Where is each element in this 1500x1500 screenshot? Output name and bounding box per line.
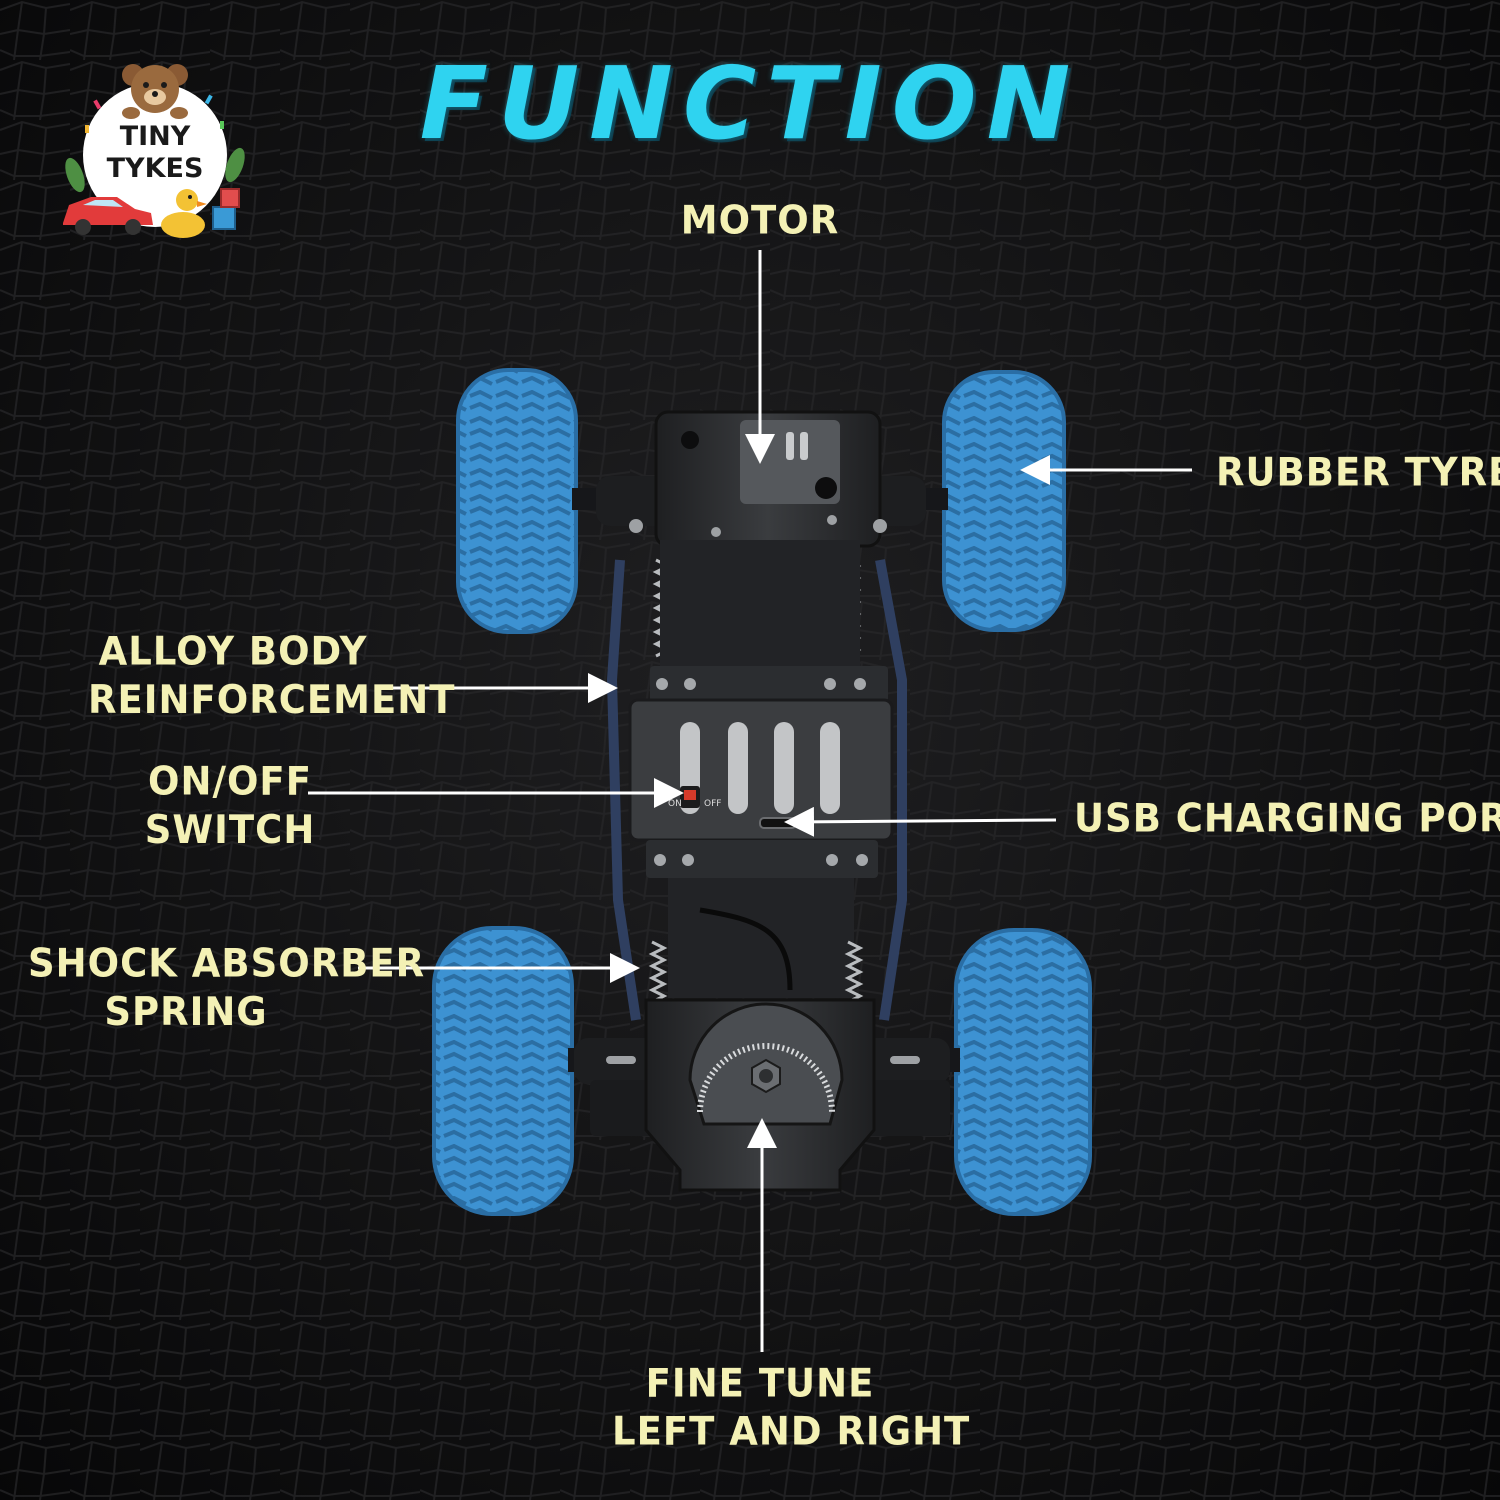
alloy-body-line-1: ALLOY BODY <box>98 628 368 674</box>
motor-label-text: MOTOR <box>680 197 840 244</box>
leaf-icon <box>65 147 245 193</box>
on-off-line-1: ON/OFF <box>148 758 312 804</box>
alloy-body-label: ALLOY BODY REINFORCEMENT <box>88 628 456 725</box>
rubber-tyre-label: RUBBER TYRE <box>1216 449 1500 497</box>
on-off-switch-label: ON/OFF SWITCH <box>130 758 330 855</box>
rubber-tyre-label-text: RUBBER TYRE <box>1216 449 1500 496</box>
usb-port-arrow <box>784 806 1057 837</box>
rubber-duck-icon <box>161 189 207 238</box>
battery-top-plate <box>650 666 888 702</box>
rear-chassis <box>668 878 854 998</box>
tiny-tykes-logo: TINY TYKES <box>63 64 245 238</box>
toy-blocks-icon <box>212 188 240 230</box>
switch-off-label: OFF <box>704 799 721 809</box>
usb-charging-port-label: USB CHARGING PORT <box>1074 795 1500 843</box>
battery-bottom-screws <box>654 854 868 866</box>
motor-label: MOTOR <box>640 197 880 245</box>
fine-tune-line-2: LEFT AND RIGHT <box>612 1409 971 1455</box>
usb-label-text: USB CHARGING PORT <box>1074 795 1500 842</box>
page-title: FUNCTION <box>419 45 1081 162</box>
shock-line-1: SHOCK ABSORBER <box>28 940 426 986</box>
motor-wire <box>699 907 793 991</box>
toy-car-icon <box>63 197 153 235</box>
logo-line-2: TYKES <box>107 153 204 184</box>
fine-tune-dial <box>688 1002 844 1126</box>
shock-absorber-label: SHOCK ABSORBER SPRING <box>28 940 426 1037</box>
shock-line-2: SPRING <box>104 989 268 1035</box>
battery-plate-screws <box>656 678 866 690</box>
center-chassis <box>660 540 860 680</box>
on-off-line-2: SWITCH <box>144 807 316 853</box>
teddy-bear-icon <box>122 64 188 119</box>
logo-line-1: TINY <box>120 121 191 152</box>
battery-bottom-plate <box>646 840 878 878</box>
motor-housing <box>596 410 926 548</box>
alloy-body-line-2: REINFORCEMENT <box>88 677 456 723</box>
confetti-icon <box>85 94 224 133</box>
fine-tune-label: FINE TUNE LEFT AND RIGHT <box>612 1360 971 1457</box>
fine-tune-line-1: FINE TUNE <box>645 1360 875 1406</box>
